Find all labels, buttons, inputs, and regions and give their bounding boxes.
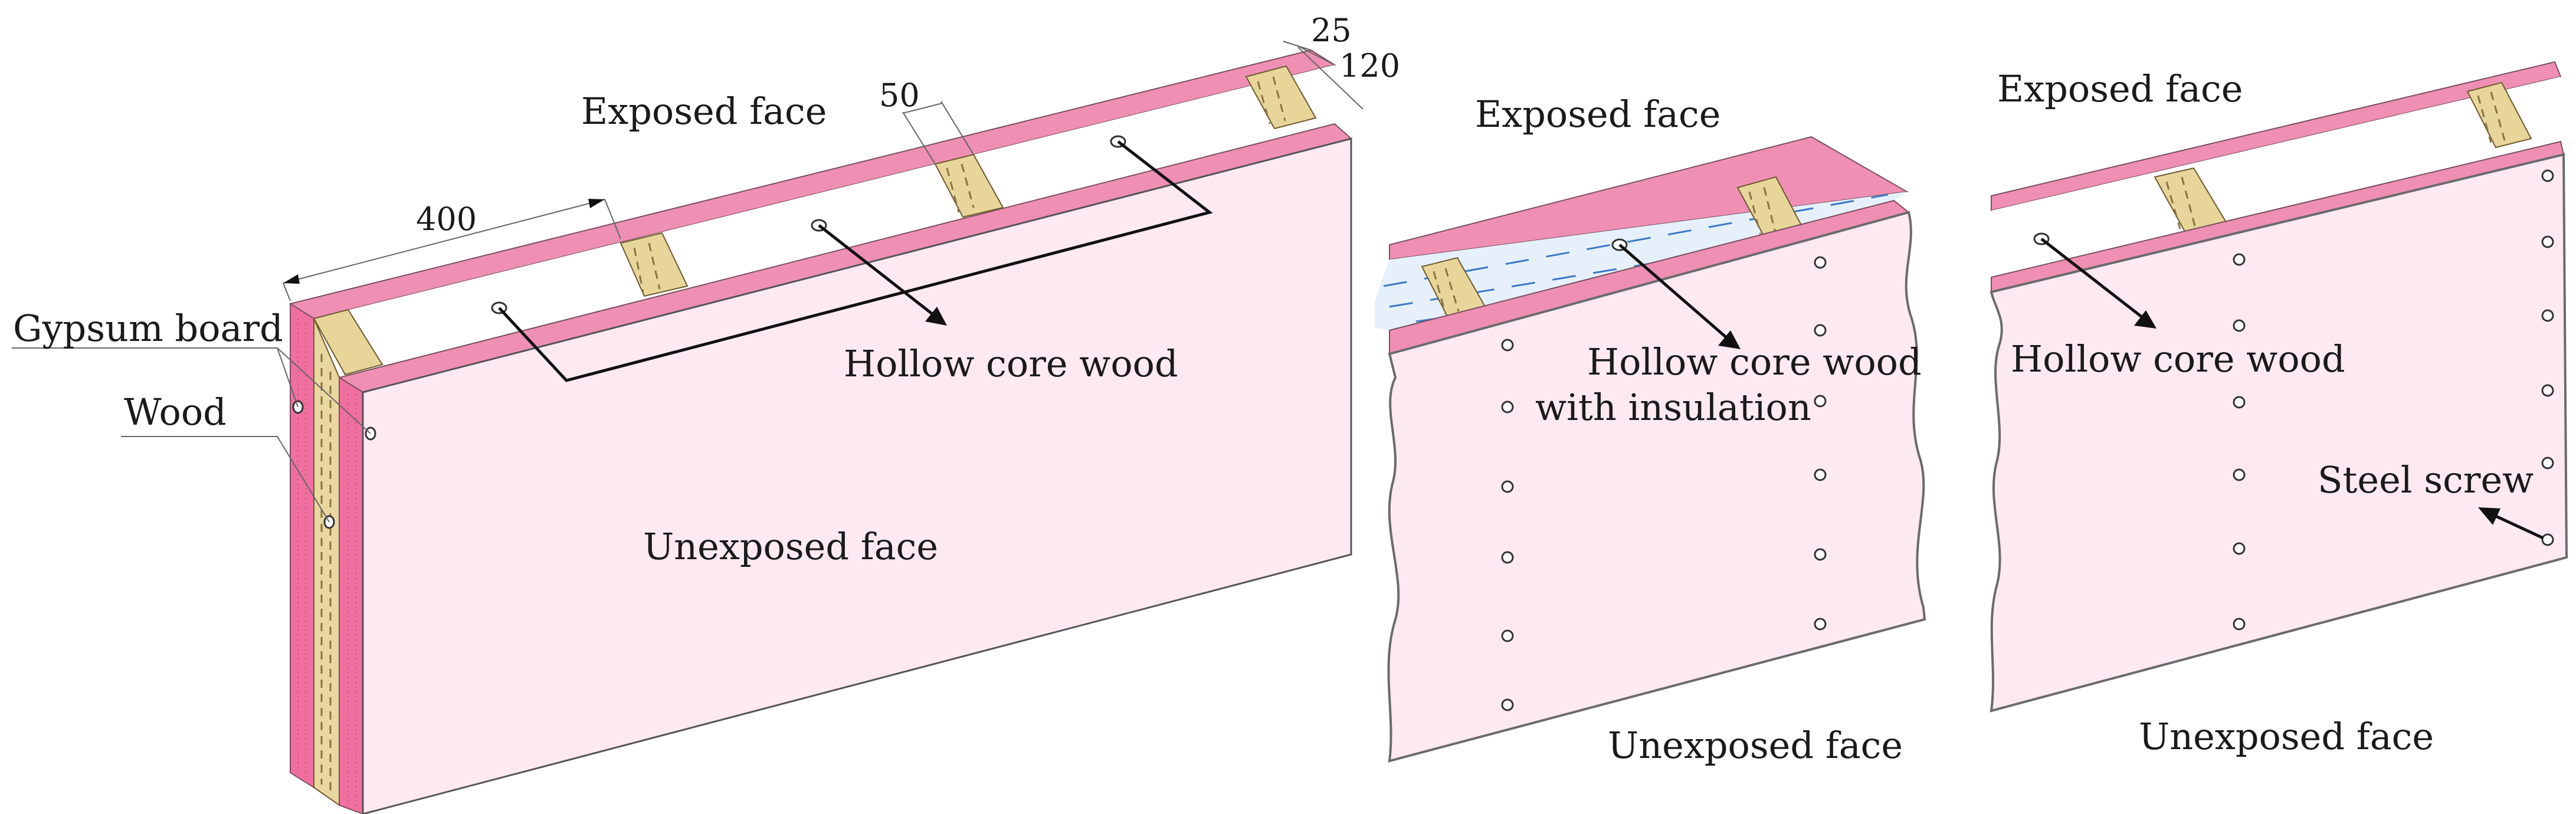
label-unexposed-face-1: Unexposed face <box>643 525 938 568</box>
dimension-400: 400 <box>416 201 477 238</box>
screw <box>1501 629 1514 642</box>
label-hollow-core-wood-3: Hollow core wood <box>2011 337 2345 380</box>
screw <box>2233 618 2246 631</box>
stud-top-end <box>313 308 384 376</box>
screw <box>2541 309 2554 322</box>
screw <box>1814 324 1827 337</box>
dimension-50: 50 <box>879 77 920 114</box>
hollow-core-arrow-line <box>818 224 939 320</box>
screw <box>2233 542 2246 555</box>
screw <box>1814 395 1827 408</box>
arrowhead <box>1718 330 1741 349</box>
back-gypsum-side <box>290 303 314 789</box>
wood-leader <box>121 436 330 523</box>
label-gypsum-board: Gypsum board <box>13 307 283 350</box>
screw <box>2233 319 2246 332</box>
screw <box>2541 169 2554 182</box>
steel-screw-target <box>2541 533 2554 546</box>
dimension-120: 120 <box>1339 47 1400 84</box>
arrowhead <box>2478 507 2500 525</box>
panel-hollow-core-wall: 400 50 25 120 Exposed face Gypsum board … <box>12 12 1400 814</box>
hollow-core-leader <box>498 140 1213 382</box>
dimension-25: 25 <box>1311 12 1352 49</box>
label-hollow-core-wood-1: Hollow core wood <box>844 342 1178 385</box>
screw <box>1501 480 1514 493</box>
screw <box>2233 468 2246 481</box>
screw <box>1501 401 1514 413</box>
unexposed-face-1 <box>362 137 1352 814</box>
screw <box>1501 551 1514 564</box>
label-exposed-face-1: Exposed face <box>581 90 827 133</box>
unexposed-face-2 <box>1387 211 1926 763</box>
screw <box>1814 468 1827 481</box>
screw <box>2541 235 2554 248</box>
label-unexposed-face-2: Unexposed face <box>1608 724 1903 767</box>
screw <box>1501 339 1514 352</box>
front-gypsum-side <box>339 376 363 814</box>
screw <box>2541 457 2554 470</box>
arrowhead <box>925 307 947 326</box>
label-exposed-face-3: Exposed face <box>1997 67 2243 110</box>
screw <box>1814 548 1827 561</box>
label-hollow-core-wood-insulation-2: with insulation <box>1535 386 1811 429</box>
label-wood: Wood <box>124 390 227 434</box>
screw <box>2541 384 2554 397</box>
panel-screwed-wall: Exposed face Hollow core wood Steel scre… <box>1990 61 2568 758</box>
screw <box>2233 253 2246 266</box>
stud-top-2 <box>934 153 1004 218</box>
stud-top-screwed-2 <box>2466 81 2532 149</box>
screw <box>1501 698 1514 711</box>
arrowhead <box>2134 310 2157 329</box>
label-unexposed-face-3: Unexposed face <box>2139 715 2434 758</box>
unexposed-face-3 <box>1990 153 2568 713</box>
screw <box>1814 618 1827 631</box>
hollow-core-arrow-line-3 <box>2040 238 2149 323</box>
panel-insulated-wall: Exposed face Hollow core wood with insul… <box>1375 93 1926 767</box>
label-exposed-face-2: Exposed face <box>1475 93 1720 136</box>
label-hollow-core-wood-insulation-1: Hollow core wood <box>1587 340 1922 383</box>
screw <box>1814 256 1827 269</box>
screw <box>2233 396 2246 409</box>
stud-top-1 <box>620 232 689 297</box>
label-steel-screw: Steel screw <box>2318 458 2534 501</box>
stud-top-3 <box>1245 65 1317 130</box>
hollow-core-arrow-line-2 <box>1618 244 1733 343</box>
